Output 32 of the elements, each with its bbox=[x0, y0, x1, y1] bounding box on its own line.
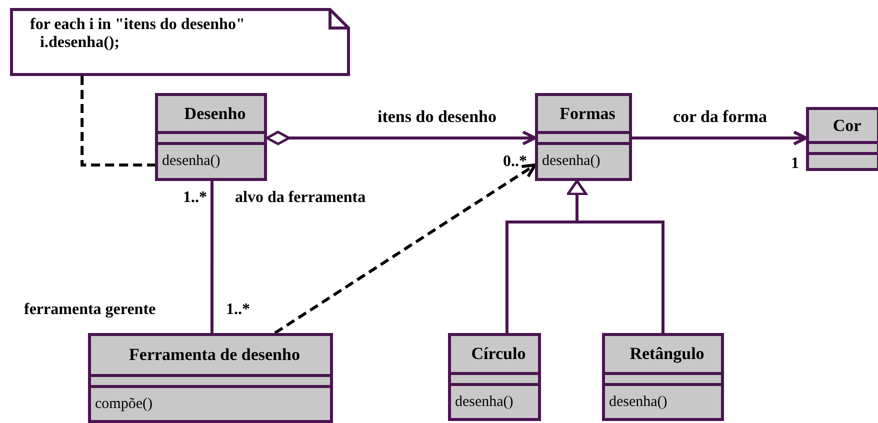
class-box bbox=[88, 333, 333, 423]
class-name: Ferramenta de desenho bbox=[129, 345, 300, 365]
class-name: Desenho bbox=[184, 104, 246, 124]
multiplicity-label: 1 bbox=[791, 156, 799, 172]
dashed-connector bbox=[80, 76, 155, 166]
association-label: ferramenta gerente bbox=[24, 302, 156, 318]
aggregation-arrow bbox=[266, 130, 536, 146]
note-text: for each i in "itens do desenho" bbox=[30, 16, 245, 34]
association-label: 1..* bbox=[183, 190, 207, 206]
association-label: 0..* bbox=[503, 154, 527, 170]
class-name: Círculo bbox=[471, 344, 526, 364]
class-box bbox=[448, 333, 541, 421]
association-arrow bbox=[632, 130, 808, 146]
class-box bbox=[602, 333, 724, 421]
method-name: desenha() bbox=[542, 153, 600, 170]
note-box bbox=[10, 8, 350, 76]
method-name: desenha() bbox=[455, 394, 514, 410]
association-label: 1..* bbox=[226, 302, 250, 318]
method-name: desenha() bbox=[162, 153, 220, 170]
class-box bbox=[806, 107, 878, 171]
note-text: i.desenha(); bbox=[39, 34, 120, 52]
generalization-arrow bbox=[566, 180, 664, 333]
method-name: desenha() bbox=[609, 394, 668, 410]
association-line bbox=[210, 181, 214, 333]
class-name: Retângulo bbox=[630, 344, 704, 364]
method-name: compõe() bbox=[95, 396, 152, 412]
class-name: Cor bbox=[832, 116, 862, 136]
class-box bbox=[155, 93, 267, 181]
association-label: alvo da ferramenta bbox=[235, 190, 366, 206]
class-box bbox=[535, 93, 632, 181]
class-name: Formas bbox=[560, 104, 616, 124]
dashed-connector bbox=[274, 163, 536, 334]
